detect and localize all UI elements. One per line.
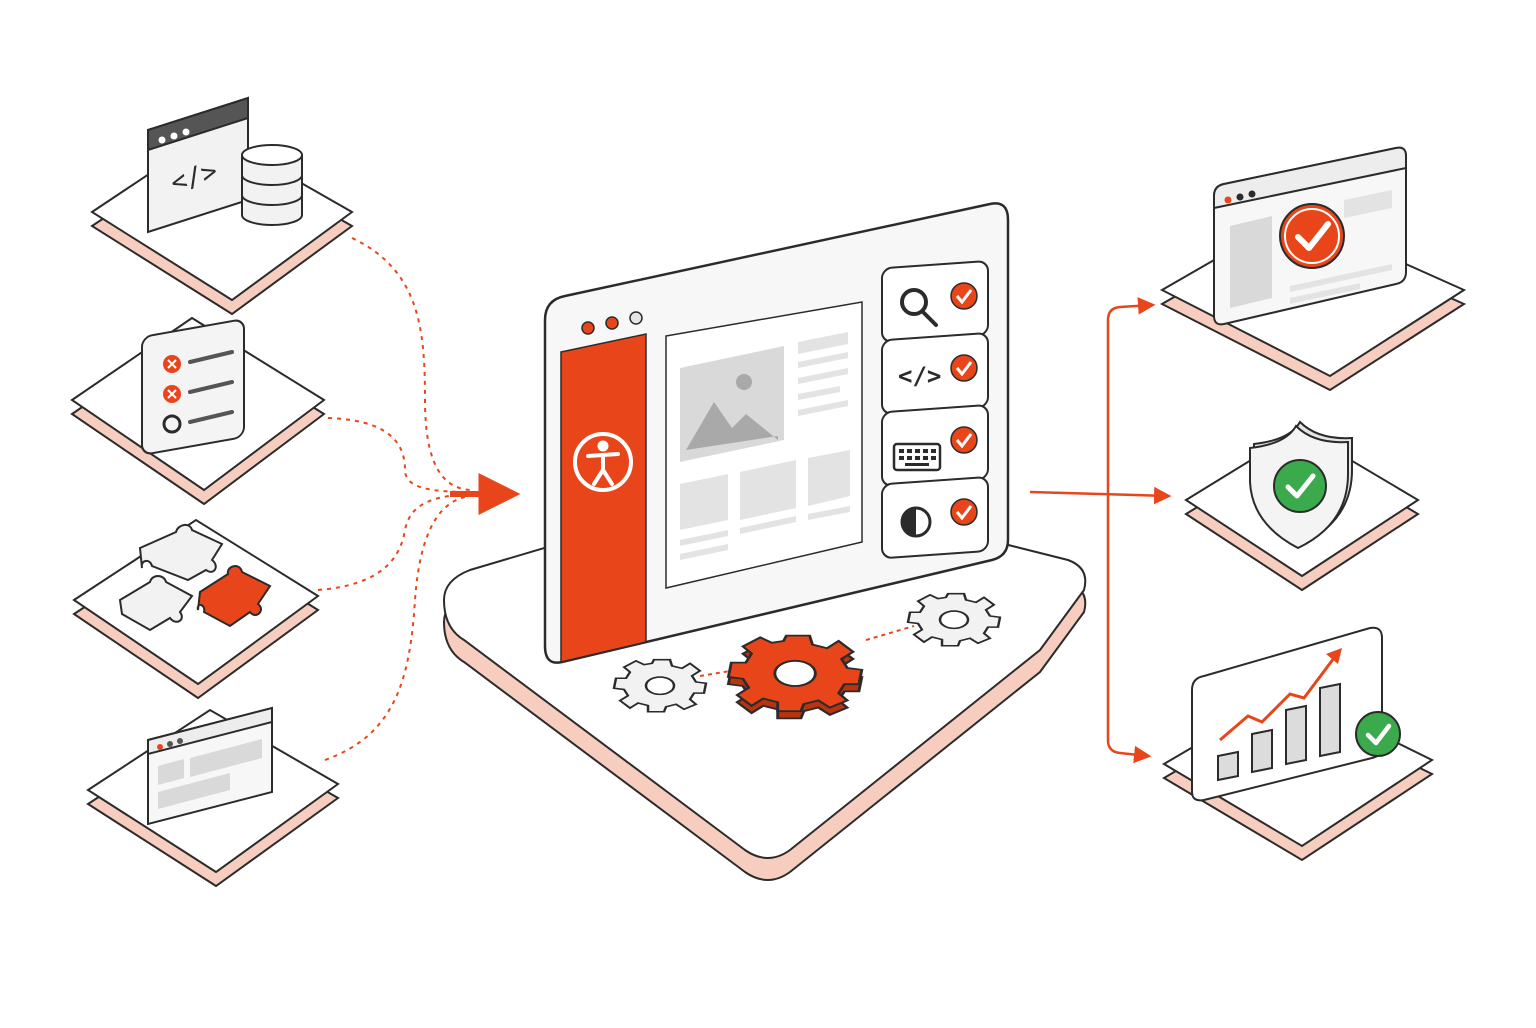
input-tile-components bbox=[72, 518, 320, 700]
fail-x-icon bbox=[163, 355, 181, 373]
input-tile-checklist bbox=[70, 316, 326, 506]
connector-layout bbox=[324, 495, 471, 761]
output-tile-website bbox=[1159, 146, 1467, 392]
check-item-keyboard bbox=[881, 404, 989, 487]
shield-check-icon bbox=[1249, 420, 1353, 550]
keyboard-icon bbox=[892, 442, 942, 472]
check-item-code: </> bbox=[881, 332, 989, 415]
fail-x-icon bbox=[163, 385, 181, 403]
database-icon bbox=[241, 144, 303, 226]
output-line-website bbox=[1106, 297, 1156, 492]
gear-large-center-icon bbox=[726, 634, 864, 720]
accessibility-person-icon bbox=[573, 432, 633, 492]
pass-check-icon bbox=[950, 426, 978, 454]
pending-circle-icon bbox=[162, 414, 182, 434]
connector-checklist bbox=[327, 417, 471, 493]
input-tile-layout bbox=[86, 706, 340, 888]
window-close-dot bbox=[581, 321, 595, 335]
window-minimize-dot bbox=[605, 316, 619, 330]
input-connectors bbox=[317, 237, 471, 761]
output-tile-shield bbox=[1184, 420, 1420, 592]
hub-sidebar bbox=[560, 333, 647, 663]
checklist-icon bbox=[141, 319, 245, 455]
connector-components bbox=[317, 493, 471, 591]
input-tile-code-database: </> bbox=[90, 96, 354, 316]
check-item-contrast bbox=[881, 476, 989, 559]
output-tile-chart bbox=[1162, 626, 1435, 862]
content-preview-card bbox=[665, 301, 863, 589]
magnifier-icon bbox=[900, 288, 938, 327]
pass-check-icon bbox=[950, 354, 978, 382]
check-item-search bbox=[881, 260, 989, 343]
contrast-icon bbox=[900, 506, 932, 538]
output-line-chart bbox=[1106, 492, 1152, 764]
bar-chart-trend-icon bbox=[1191, 626, 1401, 802]
code-check-glyph: </> bbox=[898, 362, 941, 390]
puzzle-pieces-icon bbox=[118, 524, 272, 632]
hub-window: </> bbox=[543, 202, 1010, 664]
gear-small-right-icon bbox=[906, 592, 1002, 647]
window-check-icon bbox=[1213, 146, 1407, 326]
gear-connector bbox=[699, 625, 915, 677]
code-window-icon: </> bbox=[147, 96, 249, 234]
hub-output-line bbox=[1029, 486, 1172, 505]
gear-small-left-icon bbox=[612, 658, 708, 713]
output-connectors bbox=[1029, 297, 1172, 764]
layout-window-icon bbox=[147, 706, 273, 826]
pass-check-icon bbox=[950, 282, 978, 310]
window-maximize-dot bbox=[629, 311, 643, 325]
connector-code-database bbox=[351, 237, 471, 491]
pass-check-icon bbox=[950, 498, 978, 526]
